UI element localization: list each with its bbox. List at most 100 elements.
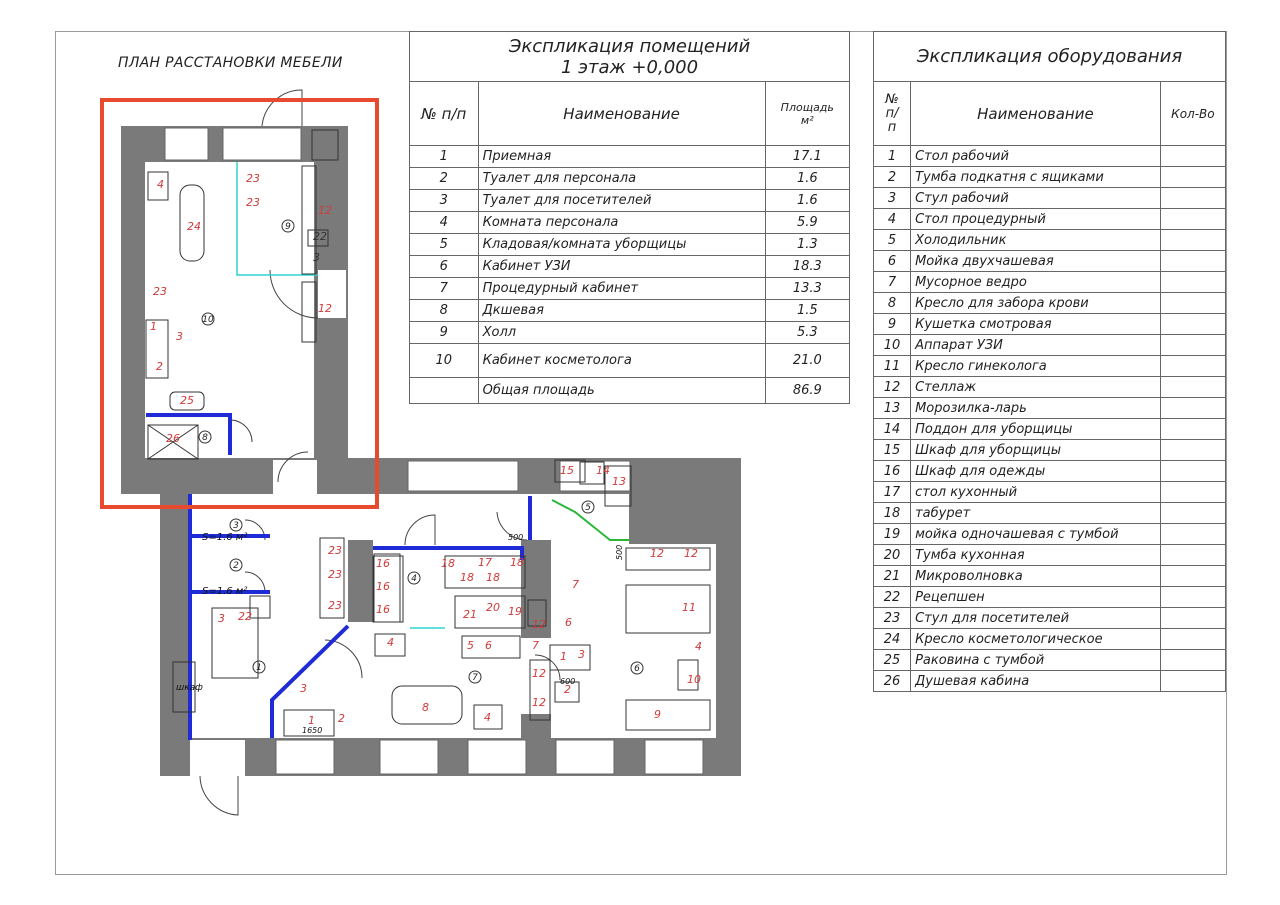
svg-text:13: 13 [612,475,626,488]
svg-text:23: 23 [246,172,260,185]
svg-text:12: 12 [532,618,546,631]
svg-text:16: 16 [376,603,390,616]
svg-text:6: 6 [485,639,492,652]
svg-text:18: 18 [460,571,474,584]
svg-text:500: 500 [615,545,624,560]
svg-text:3: 3 [578,648,585,661]
svg-text:23: 23 [328,544,342,557]
rooms-table-title: Экспликация помещений 1 этаж +0,000 [409,31,850,82]
svg-text:1: 1 [560,650,567,663]
svg-text:1: 1 [256,663,262,673]
svg-text:23: 23 [153,285,167,298]
svg-text:12: 12 [318,204,332,217]
svg-text:26: 26 [166,432,180,445]
rooms-explication-table: Экспликация помещений 1 этаж +0,000 № п/… [409,31,851,404]
svg-text:17: 17 [478,556,492,569]
col-num: № п/п [409,81,479,146]
svg-text:3: 3 [218,612,225,625]
svg-text:25: 25 [180,394,194,407]
equipment-table-title: Экспликация оборудования [873,31,1226,82]
svg-text:7: 7 [472,673,478,683]
svg-text:12: 12 [532,667,546,680]
svg-text:23: 23 [246,196,260,209]
svg-text:6: 6 [634,664,640,674]
svg-text:2: 2 [156,360,163,373]
svg-text:10: 10 [202,315,214,325]
svg-text:1: 1 [308,714,315,727]
svg-text:12: 12 [318,302,332,315]
svg-text:16: 16 [376,580,390,593]
svg-text:1650: 1650 [302,726,322,735]
col-name: Наименование [477,81,766,146]
svg-text:3: 3 [176,330,183,343]
svg-text:11: 11 [682,601,696,614]
svg-text:9: 9 [654,708,661,721]
svg-text:4: 4 [695,640,702,653]
svg-text:4: 4 [387,636,394,649]
svg-text:18: 18 [510,556,524,569]
svg-text:5: 5 [585,503,591,513]
svg-text:12: 12 [650,547,664,560]
svg-text:2: 2 [338,712,345,725]
svg-text:22: 22 [238,610,252,623]
col-name: Наименование [910,81,1161,146]
svg-text:2: 2 [233,561,239,571]
svg-text:5: 5 [467,639,474,652]
col-qty: Кол-Во [1159,81,1227,146]
col-num: № п/ п [872,81,912,146]
svg-text:24: 24 [187,220,201,233]
tag: 4 [157,178,164,191]
svg-text:19: 19 [508,605,522,618]
svg-text:600: 600 [560,677,575,686]
svg-text:7: 7 [572,578,579,591]
svg-text:1: 1 [150,320,157,333]
svg-text:4: 4 [411,574,417,584]
svg-text:22: 22 [313,230,327,243]
svg-text:23: 23 [328,599,342,612]
svg-text:18: 18 [486,571,500,584]
highlight-frame [100,98,379,509]
svg-text:2: 2 [564,683,571,696]
svg-text:4: 4 [484,711,491,724]
svg-text:16: 16 [376,557,390,570]
svg-text:14: 14 [596,464,610,477]
svg-text:500: 500 [508,533,523,542]
svg-text:шкаф: шкаф [176,683,203,693]
svg-text:3: 3 [300,682,307,695]
svg-text:3: 3 [233,521,239,531]
svg-text:23: 23 [328,568,342,581]
svg-text:7: 7 [532,639,539,652]
svg-text:8: 8 [422,701,429,714]
svg-text:12: 12 [532,696,546,709]
svg-text:15: 15 [560,464,574,477]
